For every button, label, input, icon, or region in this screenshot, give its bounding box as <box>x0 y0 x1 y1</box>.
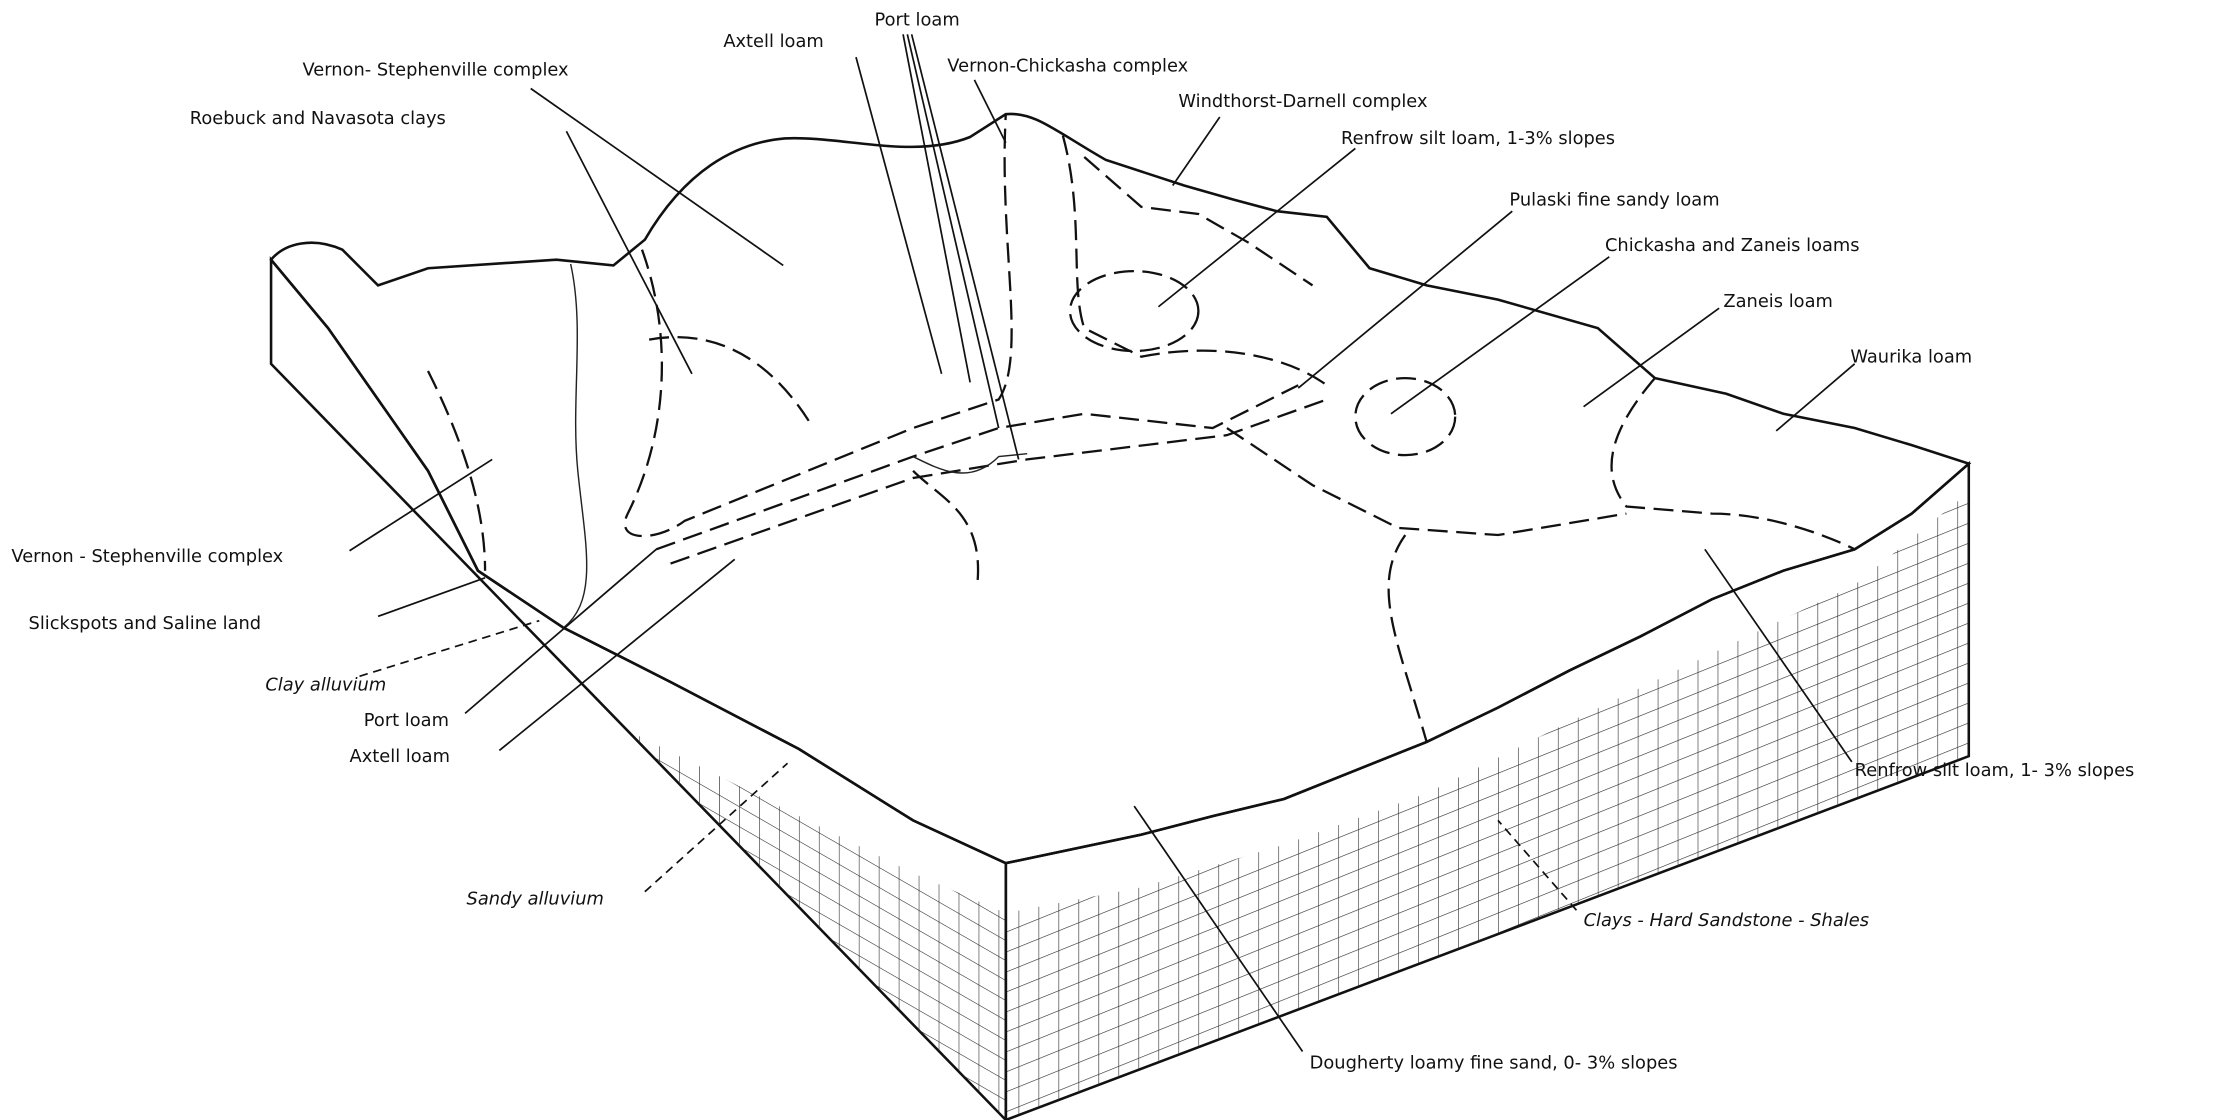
label-vernon-stephenville-left: Vernon - Stephenville complex <box>11 546 283 567</box>
left-face-bedrock <box>627 730 1006 1120</box>
label-chickasha-zaneis: Chickasha and Zaneis loams <box>1605 235 1860 256</box>
label-port-loam-bottom: Port loam <box>364 710 449 731</box>
label-axtell-loam-bottom: Axtell loam <box>350 746 450 767</box>
label-roebuck-navasota: Roebuck and Navasota clays <box>190 108 446 129</box>
label-sandy-alluvium: Sandy alluvium <box>467 889 604 910</box>
label-windthorst-darnell: Windthorst-Darnell complex <box>1178 91 1427 112</box>
label-vernon-chickasha: Vernon-Chickasha complex <box>947 55 1188 76</box>
label-port-loam-top: Port loam <box>875 10 960 31</box>
label-bedrock: Clays - Hard Sandstone - Shales <box>1584 910 1869 931</box>
leader-lines <box>349 34 1856 1052</box>
label-waurika: Waurika loam <box>1850 346 1972 367</box>
label-axtell-loam-top: Axtell loam <box>723 31 823 52</box>
label-clay-alluvium: Clay alluvium <box>265 675 386 696</box>
label-pulaski: Pulaski fine sandy loam <box>1509 189 1719 210</box>
label-renfrow-bottom: Renfrow silt loam, 1- 3% slopes <box>1855 760 2135 781</box>
label-vernon-stephenville-top: Vernon- Stephenville complex <box>302 60 568 81</box>
label-dougherty: Dougherty loamy fine sand, 0- 3% slopes <box>1310 1053 1678 1074</box>
label-slickspots: Slickspots and Saline land <box>29 613 262 634</box>
label-zaneis: Zaneis loam <box>1723 291 1832 312</box>
soil-boundaries <box>426 114 1856 743</box>
label-renfrow-top: Renfrow silt loam, 1-3% slopes <box>1341 128 1615 149</box>
right-face-bedrock <box>1005 492 1969 1120</box>
top-surface-outline <box>269 112 1972 865</box>
